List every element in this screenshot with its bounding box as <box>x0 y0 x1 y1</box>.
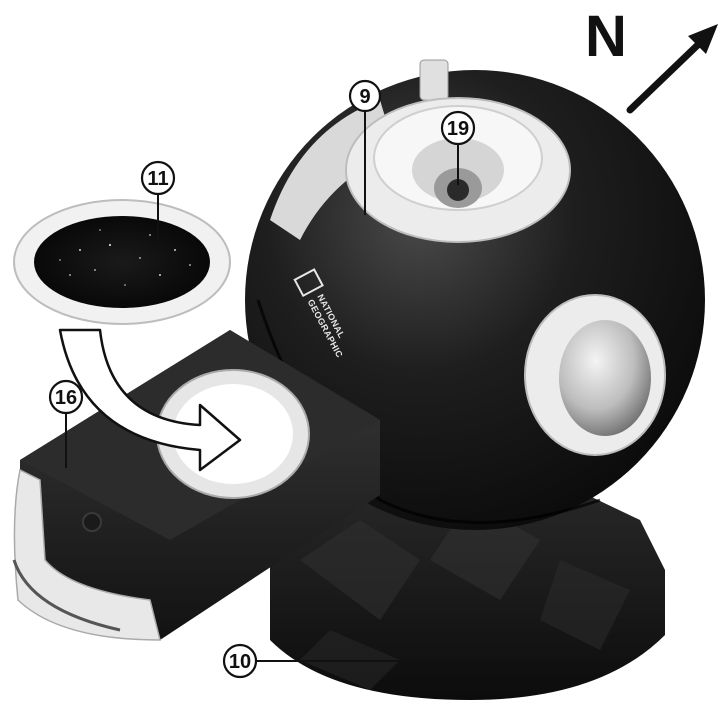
callout-16-number: 16 <box>55 387 77 409</box>
arrow-up-right-icon <box>630 24 718 110</box>
side-lens <box>525 295 665 455</box>
callout-10-number: 10 <box>229 651 251 673</box>
slider-button[interactable] <box>83 513 101 531</box>
callout-19-number: 19 <box>447 118 469 140</box>
callout-9-number: 9 <box>359 86 370 108</box>
callout-11-number: 11 <box>147 168 168 190</box>
north-indicator: N <box>585 4 718 110</box>
star-disc[interactable] <box>14 200 230 324</box>
north-label: N <box>585 4 627 69</box>
